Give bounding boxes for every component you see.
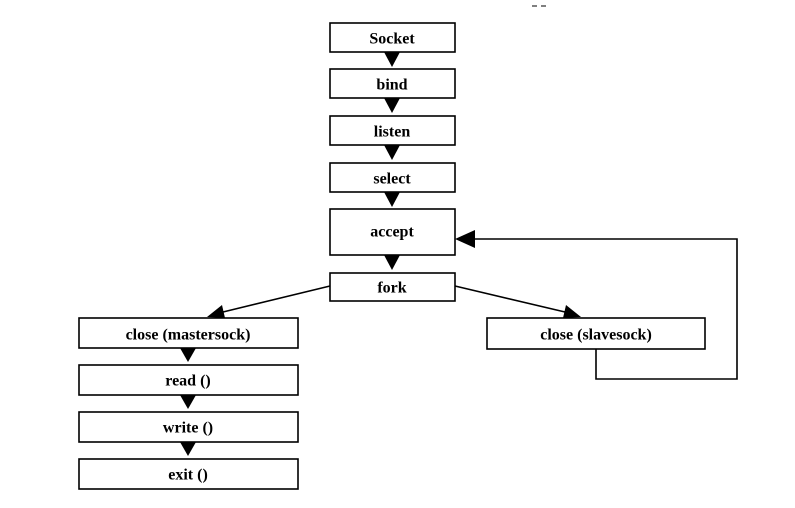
edge-fork-to-close-slavesock [454, 285, 566, 313]
arrowhead-read-to-write [180, 395, 196, 409]
node-bind: bind [329, 68, 456, 99]
node-label: close (mastersock) [126, 327, 251, 344]
node-listen: listen [329, 115, 456, 146]
vertical-arrows [180, 52, 400, 456]
node-select: select [329, 162, 456, 193]
edge-fork-to-close-mastersock [222, 285, 331, 313]
edge-close-slavesock-to-accept [472, 238, 738, 380]
arrowhead [207, 305, 225, 318]
arrowhead-close-mastersock-to-read [180, 348, 196, 362]
node-label: bind [376, 77, 407, 94]
node-read: read () [78, 364, 299, 396]
node-exit: exit () [78, 458, 299, 490]
arrowhead [455, 230, 475, 248]
arrowhead-select-to-accept [384, 192, 400, 207]
arrowhead [563, 305, 581, 318]
node-fork: fork [329, 272, 456, 302]
node-label: listen [374, 124, 411, 141]
node-label: read () [165, 373, 210, 390]
node-label: accept [370, 224, 414, 241]
node-label: select [373, 171, 411, 188]
arrowhead-socket-to-bind [384, 52, 400, 67]
arrowhead-accept-to-fork [384, 255, 400, 270]
node-close-slavesock: close (slavesock) [486, 317, 706, 350]
arrowhead-listen-to-select [384, 145, 400, 160]
node-accept: accept [329, 208, 456, 256]
node-socket: Socket [329, 22, 456, 53]
node-label: write () [163, 420, 213, 437]
edges [207, 230, 738, 380]
node-write: write () [78, 411, 299, 443]
node-label: close (slavesock) [540, 327, 652, 344]
node-close-mastersock: close (mastersock) [78, 317, 299, 349]
arrowhead-bind-to-listen [384, 98, 400, 113]
node-label: Socket [369, 31, 415, 48]
node-label: exit () [168, 467, 208, 484]
arrowhead-write-to-exit [180, 442, 196, 456]
node-label: fork [377, 280, 406, 297]
